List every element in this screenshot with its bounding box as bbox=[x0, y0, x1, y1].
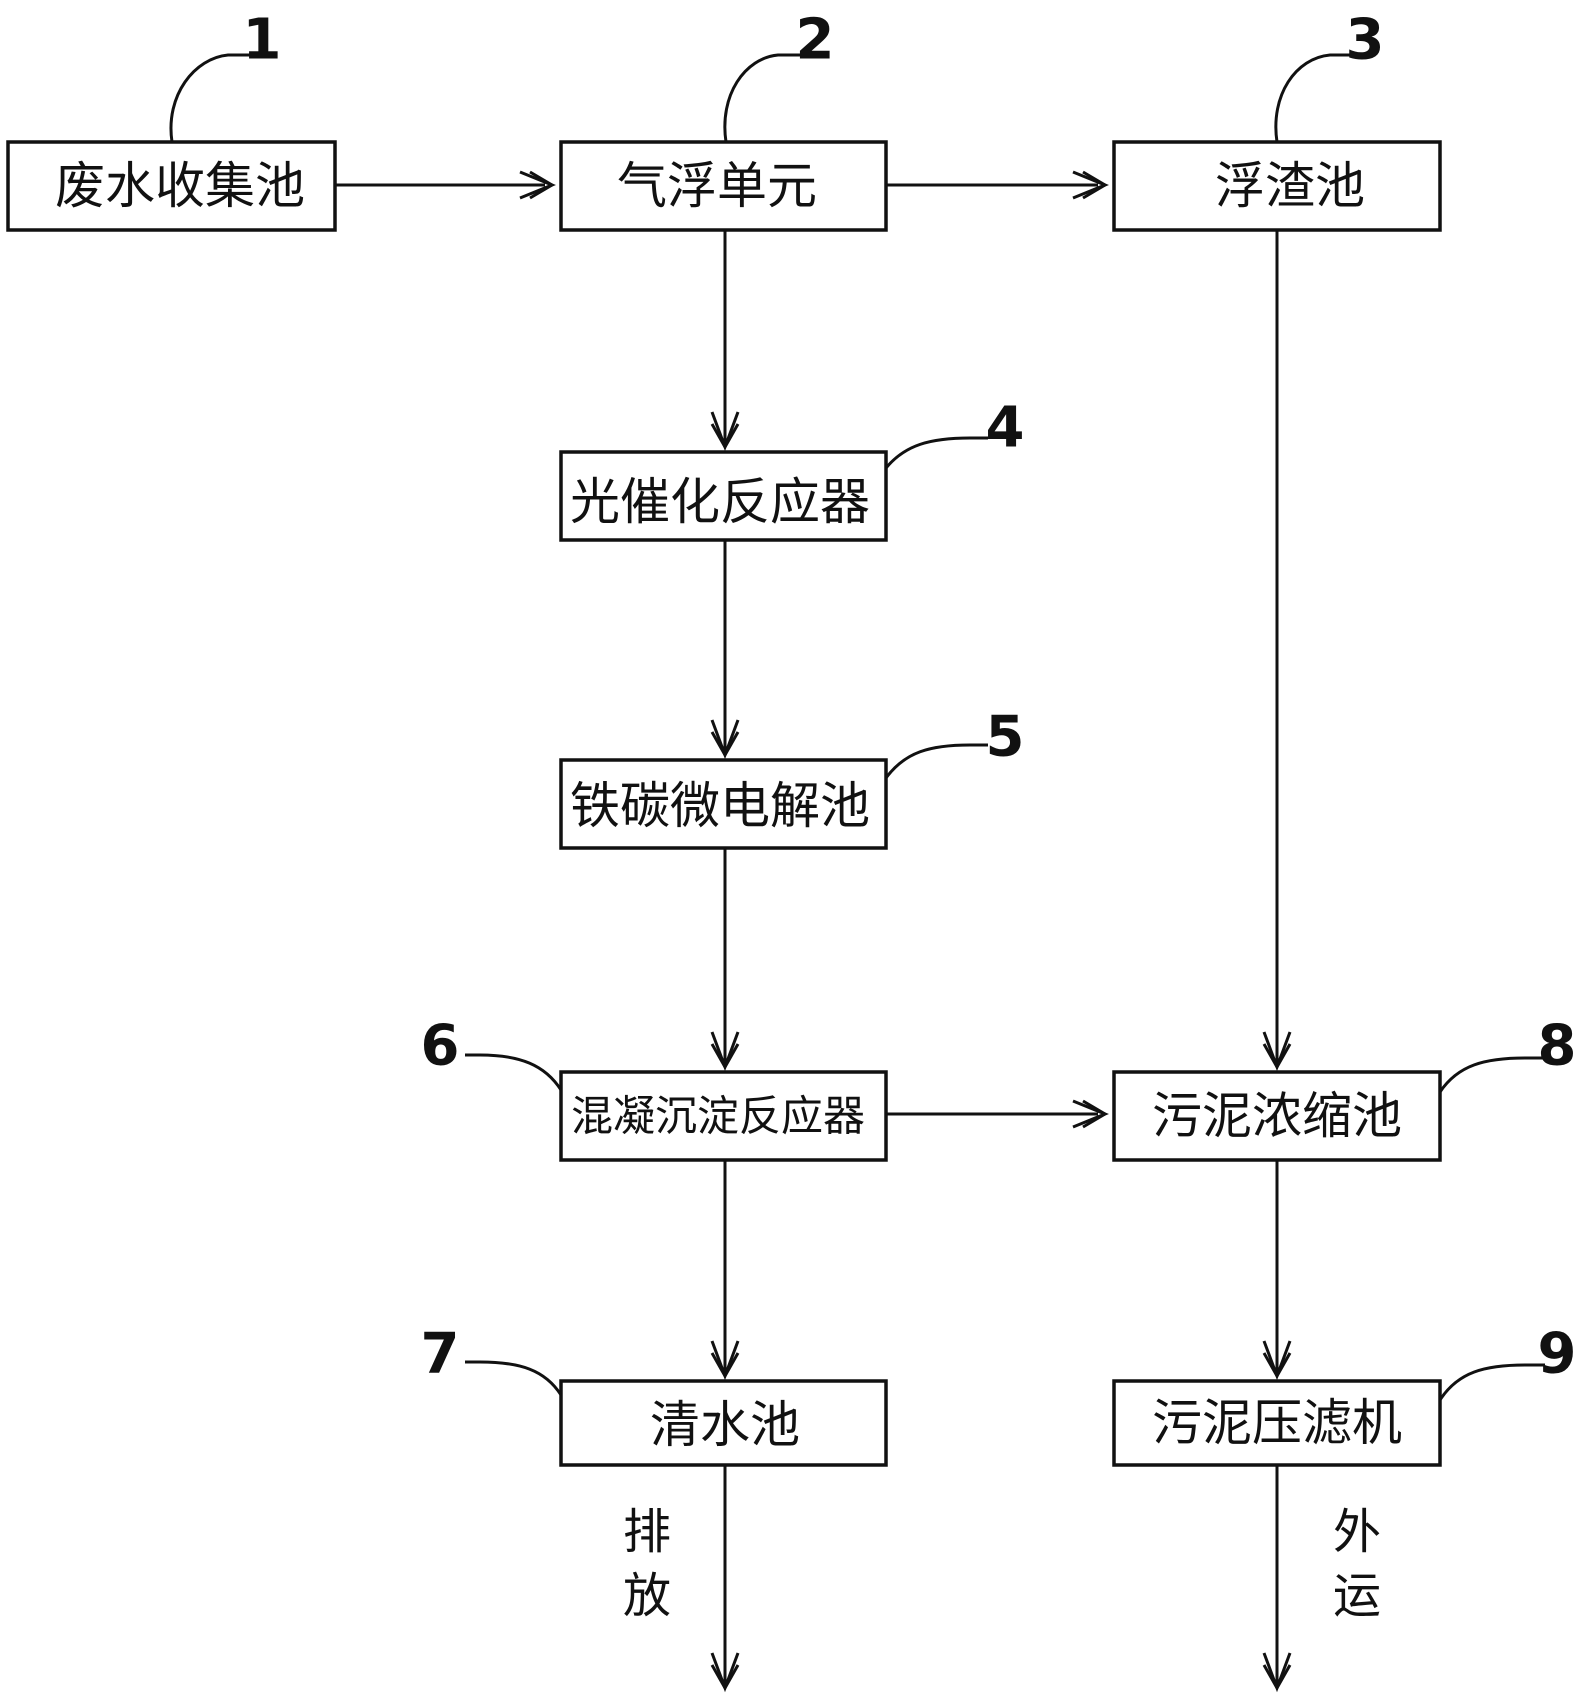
arrowhead-down bbox=[710, 1043, 740, 1071]
arrowhead-down bbox=[710, 731, 740, 759]
leader-line-7 bbox=[465, 1360, 563, 1396]
ref-number-3: 3 bbox=[1346, 8, 1385, 73]
box-label: 气浮单元 bbox=[617, 157, 817, 215]
box-label: 混凝沉淀反应器 bbox=[571, 1092, 865, 1141]
box-wastewater-collection-tank: 废水收集池 bbox=[6, 140, 337, 232]
leader-line-5 bbox=[884, 743, 988, 779]
leader-line-4 bbox=[884, 436, 988, 469]
box-label: 铁碳微电解池 bbox=[570, 777, 870, 835]
leader-line-9 bbox=[1438, 1363, 1545, 1401]
box-coagulation-sedimentation-reactor: 混凝沉淀反应器 bbox=[559, 1070, 888, 1162]
box-clear-water-tank: 清水池 bbox=[559, 1379, 888, 1467]
ref-number-2: 2 bbox=[796, 8, 835, 73]
arrowhead-right bbox=[1082, 170, 1108, 200]
box-sludge-filter-press: 污泥压滤机 bbox=[1112, 1379, 1442, 1467]
arrowhead-down bbox=[710, 1664, 740, 1692]
arrowhead-down bbox=[1262, 1043, 1292, 1071]
arrowhead-right bbox=[529, 170, 555, 200]
leader-line-1 bbox=[169, 53, 255, 143]
discharge-label-char-1: 排 bbox=[623, 1504, 671, 1560]
box-sludge-thickening-tank: 污泥浓缩池 bbox=[1112, 1070, 1442, 1162]
box-label: 废水收集池 bbox=[55, 157, 305, 215]
transport-label-char-1: 外 bbox=[1333, 1504, 1381, 1560]
box-label: 浮渣池 bbox=[1215, 157, 1365, 215]
ref-number-4: 4 bbox=[986, 396, 1025, 461]
transport-label-char-2: 运 bbox=[1333, 1568, 1381, 1624]
ref-number-6: 6 bbox=[421, 1014, 460, 1079]
box-scum-tank: 浮渣池 bbox=[1112, 140, 1442, 232]
arrowhead-down bbox=[1262, 1352, 1292, 1380]
arrowhead-down bbox=[710, 423, 740, 451]
box-label: 污泥浓缩池 bbox=[1152, 1087, 1402, 1145]
ref-number-8: 8 bbox=[1538, 1014, 1577, 1079]
arrowhead-right bbox=[1082, 1099, 1108, 1129]
arrowhead-down bbox=[1262, 1664, 1292, 1692]
discharge-label-char-2: 放 bbox=[623, 1568, 671, 1624]
ref-number-7: 7 bbox=[421, 1322, 460, 1387]
leader-line-2 bbox=[723, 53, 805, 143]
box-air-flotation-unit: 气浮单元 bbox=[559, 140, 888, 232]
ref-number-9: 9 bbox=[1538, 1322, 1577, 1387]
box-label: 污泥压滤机 bbox=[1152, 1394, 1402, 1452]
ref-number-1: 1 bbox=[243, 8, 282, 73]
leader-line-6 bbox=[465, 1053, 563, 1091]
leader-line-3 bbox=[1274, 53, 1358, 143]
ref-number-5: 5 bbox=[986, 705, 1025, 770]
leader-line-8 bbox=[1438, 1056, 1545, 1093]
box-label: 光催化反应器 bbox=[570, 473, 870, 531]
box-label: 清水池 bbox=[650, 1396, 800, 1454]
arrowhead-down bbox=[710, 1352, 740, 1380]
box-photocatalytic-reactor: 光催化反应器 bbox=[559, 450, 888, 542]
box-iron-carbon-micro-electrolysis-tank: 铁碳微电解池 bbox=[559, 758, 888, 850]
